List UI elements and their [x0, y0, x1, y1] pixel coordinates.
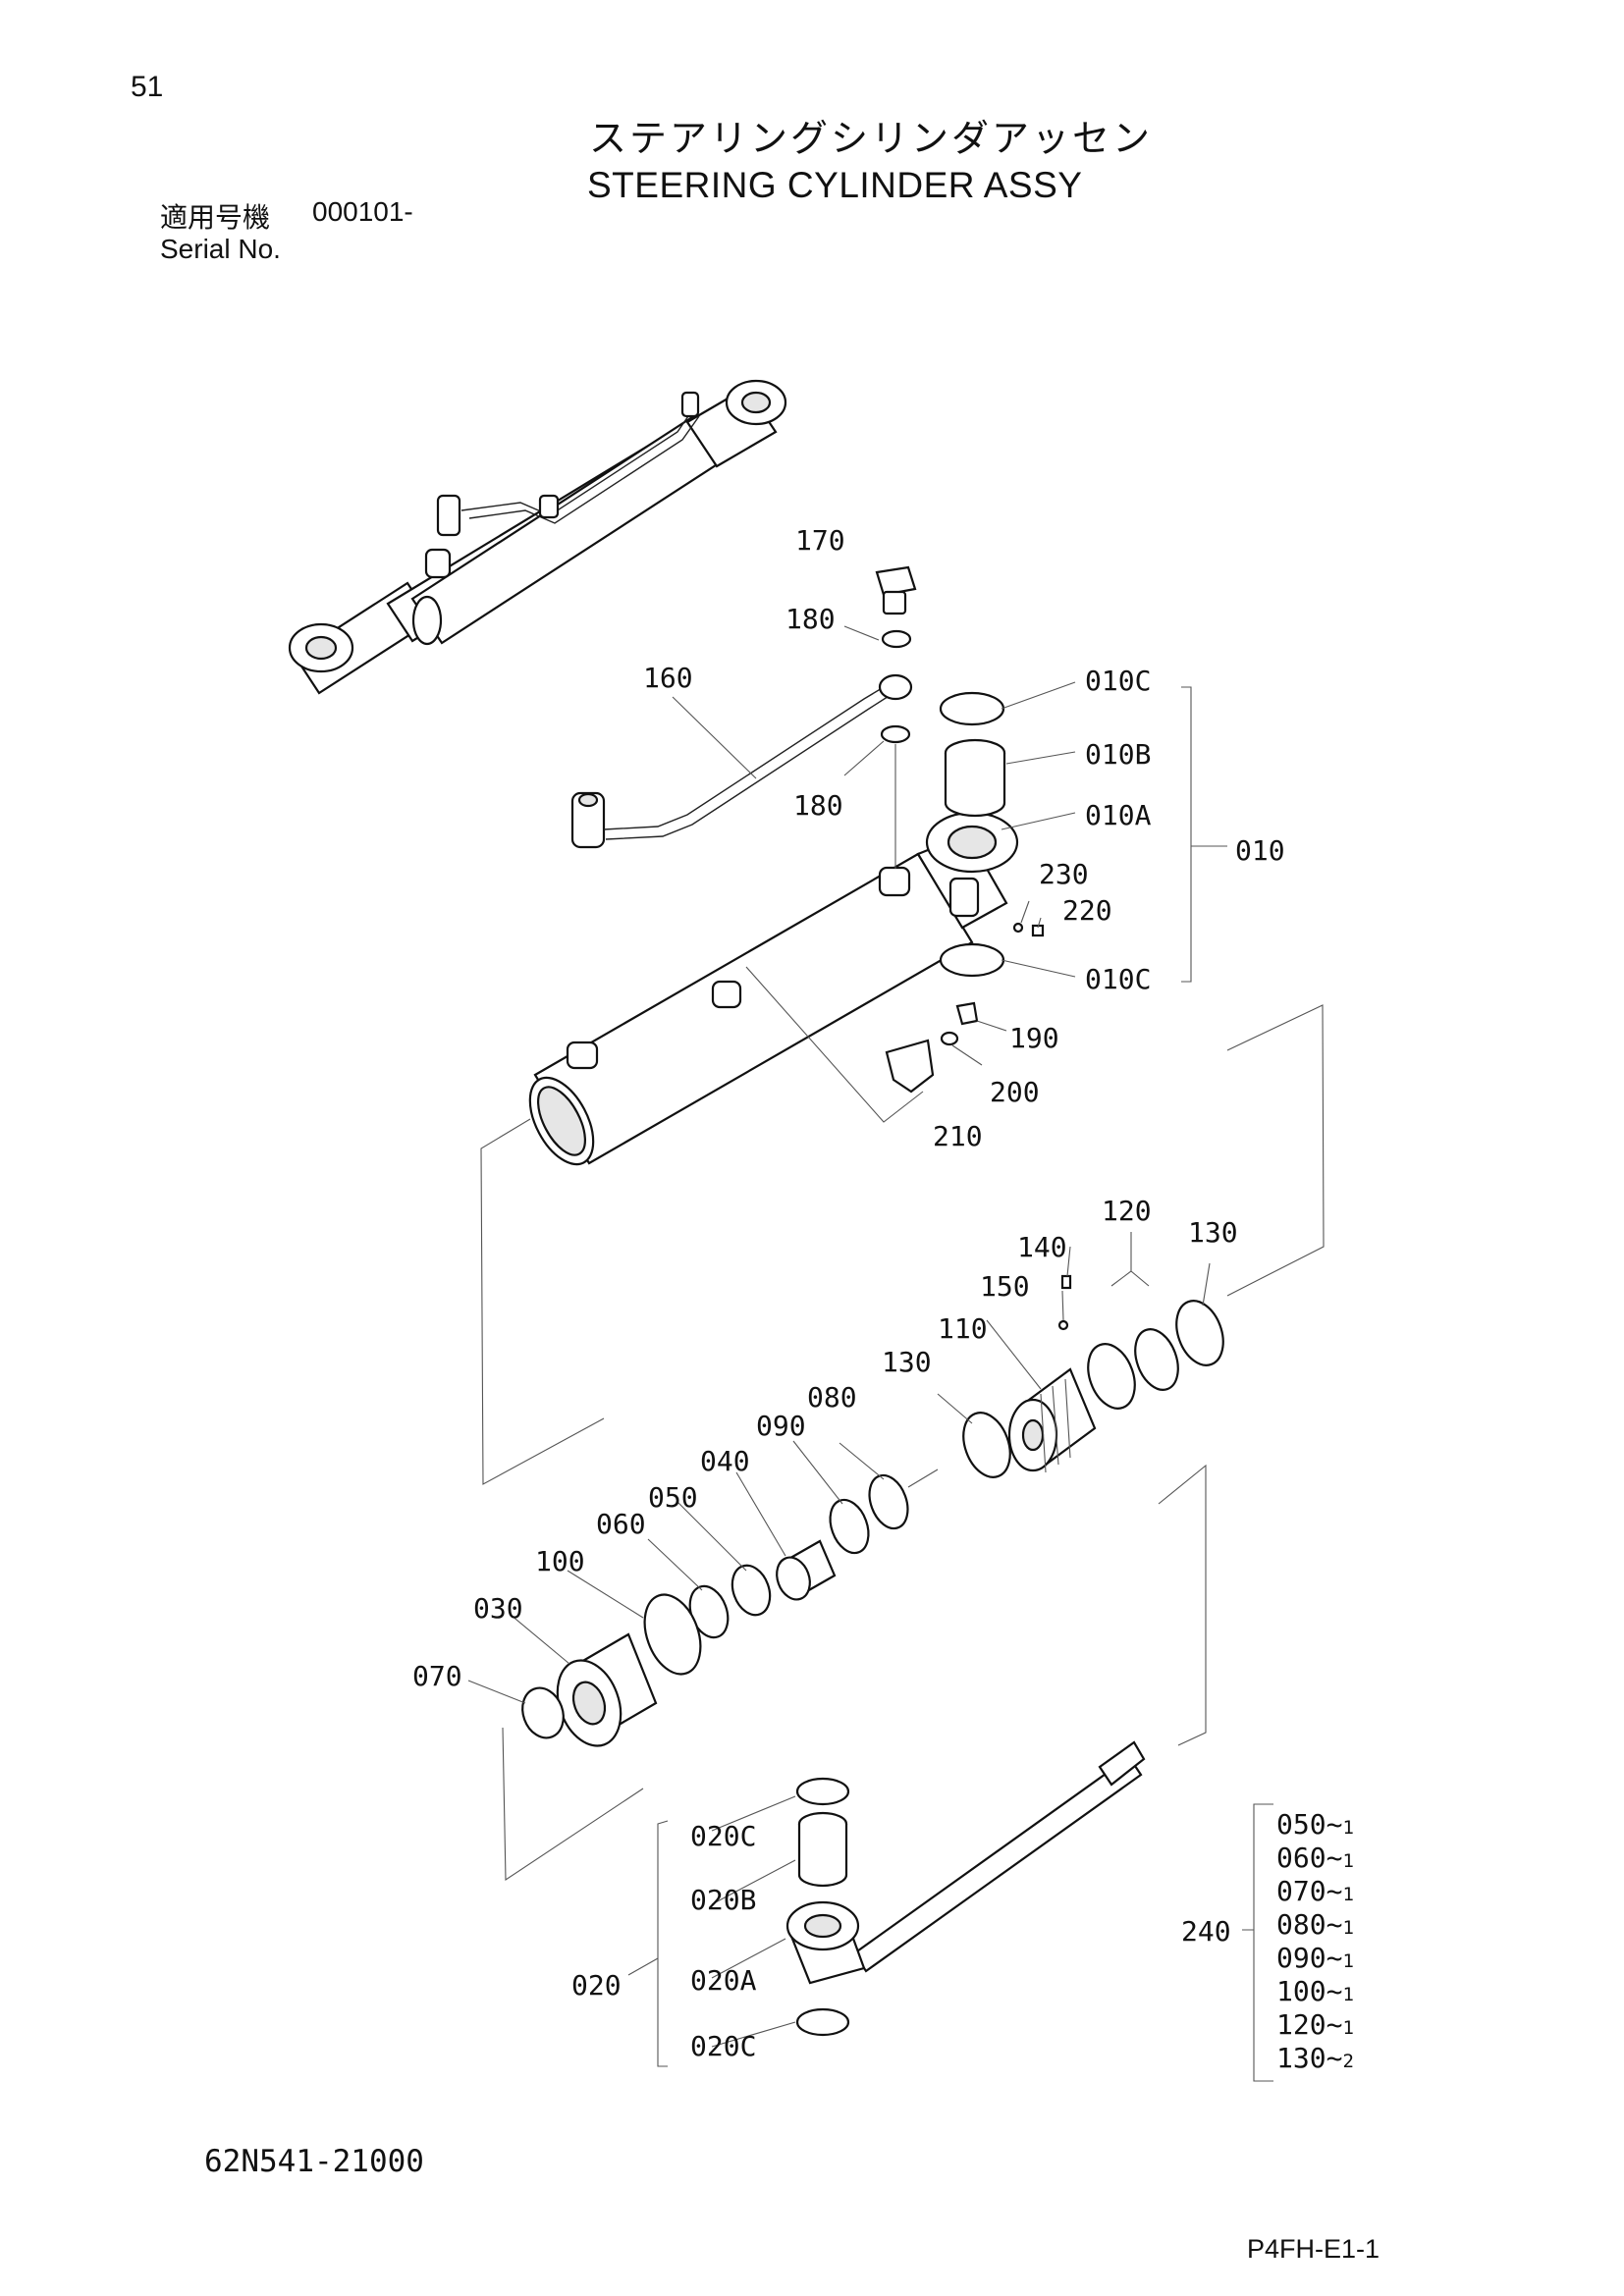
page-title-english: STEERING CYLINDER ASSY: [587, 165, 1083, 205]
ring-120-b: [1134, 1328, 1179, 1391]
leader-lines: [467, 625, 1325, 2082]
seal-010c-lower: [939, 942, 1005, 978]
cylinder-tube-010a: [528, 811, 1019, 1166]
kit-item: 130~2: [1276, 2042, 1354, 2074]
seal-010c-upper: [939, 691, 1005, 726]
washer-180-upper: [881, 629, 912, 649]
callout-100: 100: [535, 1545, 585, 1577]
callout-labels: 170 180 160 180 010C 010B 010A 010 230 2…: [412, 524, 1285, 2062]
callout-180-upper: 180: [785, 603, 836, 635]
svg-text:090~1: 090~1: [1276, 1942, 1354, 1974]
svg-text:100~1: 100~1: [1276, 1975, 1354, 2007]
bushing-010b: [944, 738, 1006, 818]
kit-item: 090~1: [1276, 1942, 1354, 1974]
svg-text:070~1: 070~1: [1276, 1875, 1354, 1907]
svg-text:060~1: 060~1: [1276, 1842, 1354, 1874]
screw-220: [1031, 924, 1045, 937]
ring-130-end: [1175, 1300, 1224, 1366]
callout-130-end: 130: [1188, 1216, 1238, 1249]
kit-item: 070~1: [1276, 1875, 1354, 1907]
seal-020c-upper: [795, 1777, 850, 1806]
callout-020: 020: [571, 1969, 622, 2002]
piston-rod-020a: [785, 1740, 1146, 1985]
callout-150: 150: [980, 1270, 1030, 1303]
seal-kit-240-list: 240 050~1 060~1 070~1 080~1 090~1 100~1 …: [1181, 1808, 1354, 2074]
rod-cover-030: [556, 1632, 658, 1747]
page-number: 51: [131, 71, 164, 103]
callout-010a: 010A: [1085, 799, 1152, 831]
piston-110: [1007, 1367, 1097, 1473]
kit-item: 050~1: [1276, 1808, 1354, 1841]
seal-020c-lower: [795, 2007, 850, 2037]
drawing-part-number: 62N541-21000: [204, 2144, 424, 2179]
callout-180-lower: 180: [793, 789, 843, 822]
pipe-160: [570, 673, 913, 849]
callout-070: 070: [412, 1660, 462, 1692]
callout-020c-lower: 020C: [690, 2030, 756, 2062]
kit-item: 060~1: [1276, 1842, 1354, 1874]
callout-010: 010: [1235, 834, 1285, 867]
callout-060: 060: [596, 1508, 646, 1540]
sheet-code: P4FH-E1-1: [1247, 2234, 1380, 2264]
svg-text:120~1: 120~1: [1276, 2008, 1354, 2041]
bushing-040: [776, 1539, 837, 1601]
callout-190: 190: [1009, 1022, 1059, 1054]
bracket-210: [885, 1001, 979, 1094]
svg-text:130~2: 130~2: [1276, 2042, 1354, 2074]
callout-170: 170: [795, 524, 845, 557]
kit-item: 120~1: [1276, 2008, 1354, 2041]
ring-050: [731, 1564, 772, 1617]
callout-200: 200: [990, 1076, 1040, 1108]
ball-150: [1057, 1319, 1069, 1331]
ball-230: [1012, 922, 1024, 934]
ring-080: [868, 1473, 909, 1530]
washer-180-lower: [880, 724, 911, 744]
callout-140: 140: [1017, 1231, 1067, 1263]
page-title-japanese: ステアリングシリンダアッセン: [589, 117, 1154, 160]
callout-010c-lower: 010C: [1085, 963, 1151, 995]
kit-item: 080~1: [1276, 1908, 1354, 1941]
callout-030: 030: [473, 1592, 523, 1625]
wiper-070: [521, 1686, 565, 1739]
callout-160: 160: [643, 662, 693, 694]
serial-label-english: Serial No.: [160, 234, 281, 264]
callout-050: 050: [648, 1481, 698, 1514]
callout-010c-upper: 010C: [1085, 665, 1151, 697]
kit-label: 240: [1181, 1915, 1231, 1948]
callout-020a: 020A: [690, 1964, 757, 1997]
callout-010b: 010B: [1085, 738, 1151, 771]
callout-040: 040: [700, 1445, 750, 1477]
callout-110: 110: [938, 1312, 988, 1345]
ring-120-a: [1087, 1343, 1136, 1410]
svg-text:080~1: 080~1: [1276, 1908, 1354, 1941]
callout-080: 080: [807, 1381, 857, 1414]
callout-120: 120: [1102, 1195, 1152, 1227]
ring-130-piston: [962, 1412, 1011, 1478]
callout-020b: 020B: [690, 1884, 756, 1916]
ring-100: [643, 1593, 702, 1676]
ring-090: [829, 1498, 870, 1555]
svg-text:050~1: 050~1: [1276, 1808, 1354, 1841]
serial-number-value: 000101-: [312, 196, 413, 227]
callout-020c-upper: 020C: [690, 1820, 756, 1852]
callout-090: 090: [756, 1410, 806, 1442]
set-screw-140: [1060, 1274, 1072, 1290]
callout-220: 220: [1062, 894, 1112, 927]
assembled-cylinder-illustration: [288, 379, 787, 695]
plug-170: [875, 565, 917, 615]
kit-item: 100~1: [1276, 1975, 1354, 2007]
bushing-020b: [797, 1811, 848, 1888]
callout-230: 230: [1039, 858, 1089, 890]
callout-130-piston: 130: [882, 1346, 932, 1378]
serial-label-japanese: 適用号機: [160, 201, 271, 234]
callout-210: 210: [933, 1120, 983, 1152]
